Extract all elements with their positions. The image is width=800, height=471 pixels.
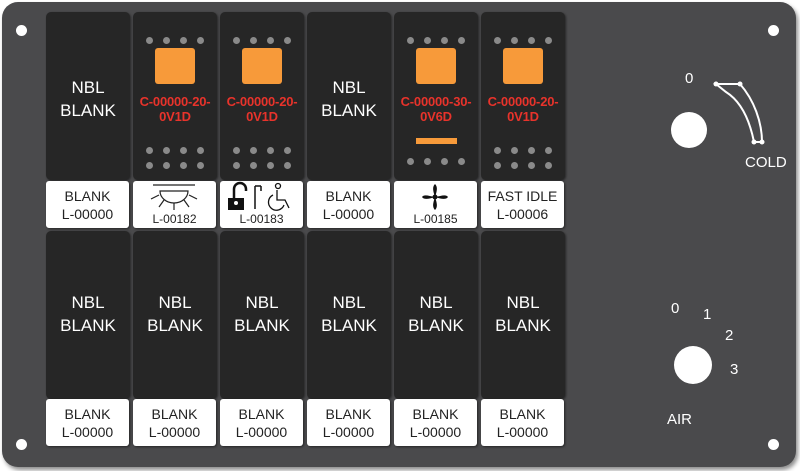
switch-label-bottom-6: BLANK L-00000 xyxy=(481,399,564,446)
label-code: L-00182 xyxy=(152,212,197,226)
temperature-zero-label: 0 xyxy=(685,70,694,87)
air-position-1: 1 xyxy=(703,306,712,323)
label-text: BLANK L-00000 xyxy=(409,406,462,440)
switch-label-top-4: BLANK L-00000 xyxy=(307,181,390,228)
indicator-dots-top xyxy=(233,37,291,45)
rocker-switch-bottom-5[interactable]: NBL BLANK xyxy=(394,231,478,399)
label-text: BLANK L-00000 xyxy=(235,406,288,440)
switch-legend: NBL BLANK xyxy=(321,78,377,120)
switch-label-top-2: L-00182 xyxy=(133,181,216,228)
label-text: FAST IDLE L-00006 xyxy=(487,188,558,222)
switch-legend: NBL BLANK xyxy=(234,293,290,335)
label-text: BLANK L-00000 xyxy=(322,406,375,440)
temperature-scale-icon xyxy=(713,81,765,145)
air-position-0: 0 xyxy=(671,300,680,317)
label-text: BLANK L-00000 xyxy=(496,406,549,440)
temperature-knob[interactable] xyxy=(671,112,707,148)
air-position-2: 2 xyxy=(725,327,734,344)
switch-label-bottom-5: BLANK L-00000 xyxy=(394,399,477,446)
indicator-dots-bottom xyxy=(407,158,465,166)
led-indicator xyxy=(416,48,456,84)
mounting-hole-top-left xyxy=(16,25,27,36)
label-text: BLANK L-00000 xyxy=(322,188,375,222)
rocker-switch-top-6[interactable]: C-00000-20- 0V1D xyxy=(481,12,565,180)
label-text: BLANK L-00000 xyxy=(61,188,114,222)
switch-label-top-5: L-00185 xyxy=(394,181,477,228)
label-text: BLANK L-00000 xyxy=(148,406,201,440)
fan-icon xyxy=(422,184,448,210)
switch-legend: NBL BLANK xyxy=(321,293,377,335)
mounting-hole-top-right xyxy=(768,25,779,36)
switch-legend: NBL BLANK xyxy=(147,293,203,335)
rocker-switch-top-4[interactable]: NBL BLANK xyxy=(307,12,391,180)
label-text: BLANK L-00000 xyxy=(61,406,114,440)
indicator-dots-top xyxy=(494,37,552,45)
switch-legend: NBL BLANK xyxy=(60,293,116,335)
switch-legend: NBL BLANK xyxy=(408,293,464,335)
switch-label-bottom-1: BLANK L-00000 xyxy=(46,399,129,446)
rocker-switch-bottom-1[interactable]: NBL BLANK xyxy=(46,231,130,399)
switch-label-top-3: L-00183 xyxy=(220,181,303,228)
label-code: L-00183 xyxy=(239,212,284,226)
switch-legend: NBL BLANK xyxy=(495,293,551,335)
rocker-switch-bottom-3[interactable]: NBL BLANK xyxy=(220,231,304,399)
rocker-switch-top-5[interactable]: C-00000-30- 0V6D xyxy=(394,12,478,180)
indicator-dots-top xyxy=(146,37,204,45)
part-number: C-00000-20- 0V1D xyxy=(226,94,298,124)
indicator-dots-bottom-2 xyxy=(233,162,291,170)
led-indicator xyxy=(242,48,282,84)
air-knob[interactable] xyxy=(674,346,712,384)
control-panel: NBL BLANK C-00000-20- 0V1D C-00000-20- 0… xyxy=(2,2,796,467)
indicator-dots-top xyxy=(407,37,465,45)
rocker-switch-bottom-6[interactable]: NBL BLANK xyxy=(481,231,565,399)
part-number: C-00000-20- 0V1D xyxy=(487,94,559,124)
lock-wheelchair-icon xyxy=(228,181,290,211)
rocker-switch-bottom-2[interactable]: NBL BLANK xyxy=(133,231,217,399)
led-indicator xyxy=(155,48,195,84)
mounting-hole-bottom-left xyxy=(16,439,27,450)
indicator-dots-bottom xyxy=(146,147,204,155)
switch-label-bottom-2: BLANK L-00000 xyxy=(133,399,216,446)
air-label: AIR xyxy=(667,411,693,428)
rocker-switch-top-2[interactable]: C-00000-20- 0V1D xyxy=(133,12,217,180)
indicator-dots-bottom-2 xyxy=(494,162,552,170)
indicator-dots-bottom xyxy=(494,147,552,155)
label-code: L-00185 xyxy=(413,212,458,226)
switch-legend: NBL BLANK xyxy=(60,78,116,120)
rocker-switch-top-1[interactable]: NBL BLANK xyxy=(46,12,130,180)
switch-label-top-6: FAST IDLE L-00006 xyxy=(481,181,564,228)
indicator-dots-bottom xyxy=(233,147,291,155)
light-icon xyxy=(150,184,198,210)
switch-label-top-1: BLANK L-00000 xyxy=(46,181,129,228)
led-bar-indicator xyxy=(416,138,457,144)
part-number: C-00000-30- 0V6D xyxy=(400,94,472,124)
switch-label-bottom-4: BLANK L-00000 xyxy=(307,399,390,446)
led-indicator xyxy=(503,48,543,84)
rocker-switch-top-3[interactable]: C-00000-20- 0V1D xyxy=(220,12,304,180)
cold-label: COLD xyxy=(745,154,787,171)
air-position-3: 3 xyxy=(730,361,739,378)
rocker-switch-bottom-4[interactable]: NBL BLANK xyxy=(307,231,391,399)
part-number: C-00000-20- 0V1D xyxy=(139,94,211,124)
switch-label-bottom-3: BLANK L-00000 xyxy=(220,399,303,446)
mounting-hole-bottom-right xyxy=(768,439,779,450)
indicator-dots-bottom-2 xyxy=(146,162,204,170)
